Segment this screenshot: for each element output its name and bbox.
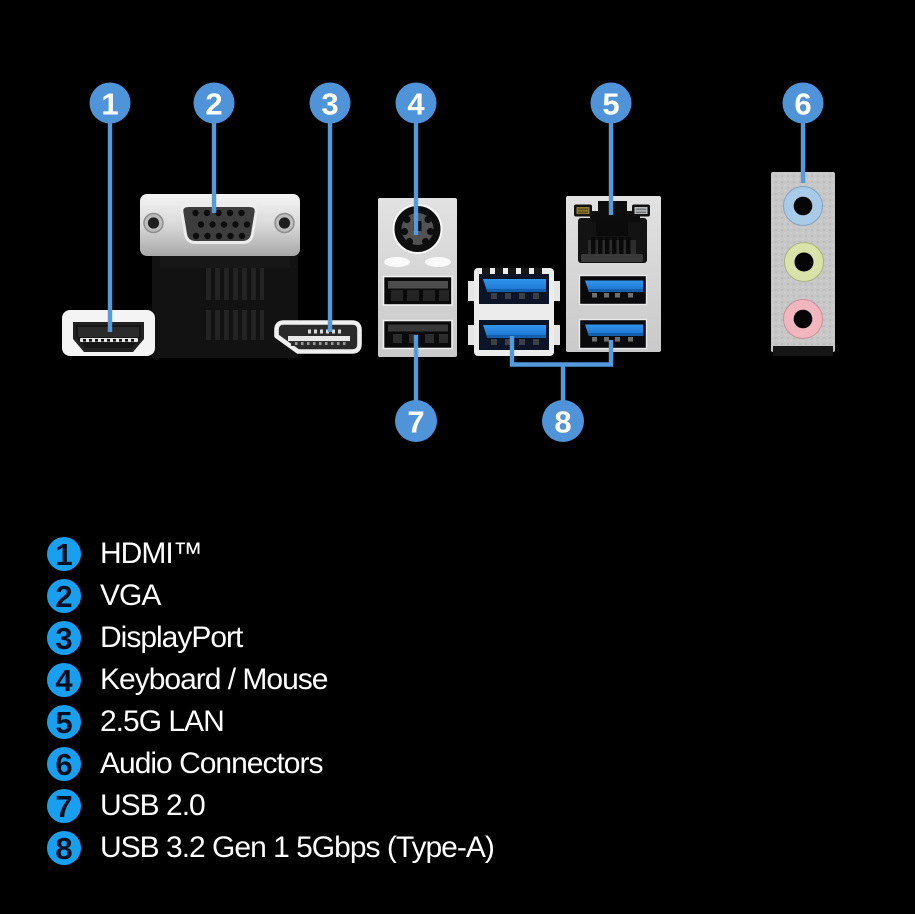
- svg-text:7: 7: [407, 405, 424, 440]
- svg-text:4: 4: [407, 87, 425, 122]
- svg-text:1: 1: [101, 87, 118, 122]
- svg-text:8: 8: [554, 405, 571, 440]
- svg-text:2: 2: [205, 87, 222, 122]
- svg-text:3: 3: [321, 87, 338, 122]
- svg-text:6: 6: [794, 87, 811, 122]
- svg-text:5: 5: [602, 87, 619, 122]
